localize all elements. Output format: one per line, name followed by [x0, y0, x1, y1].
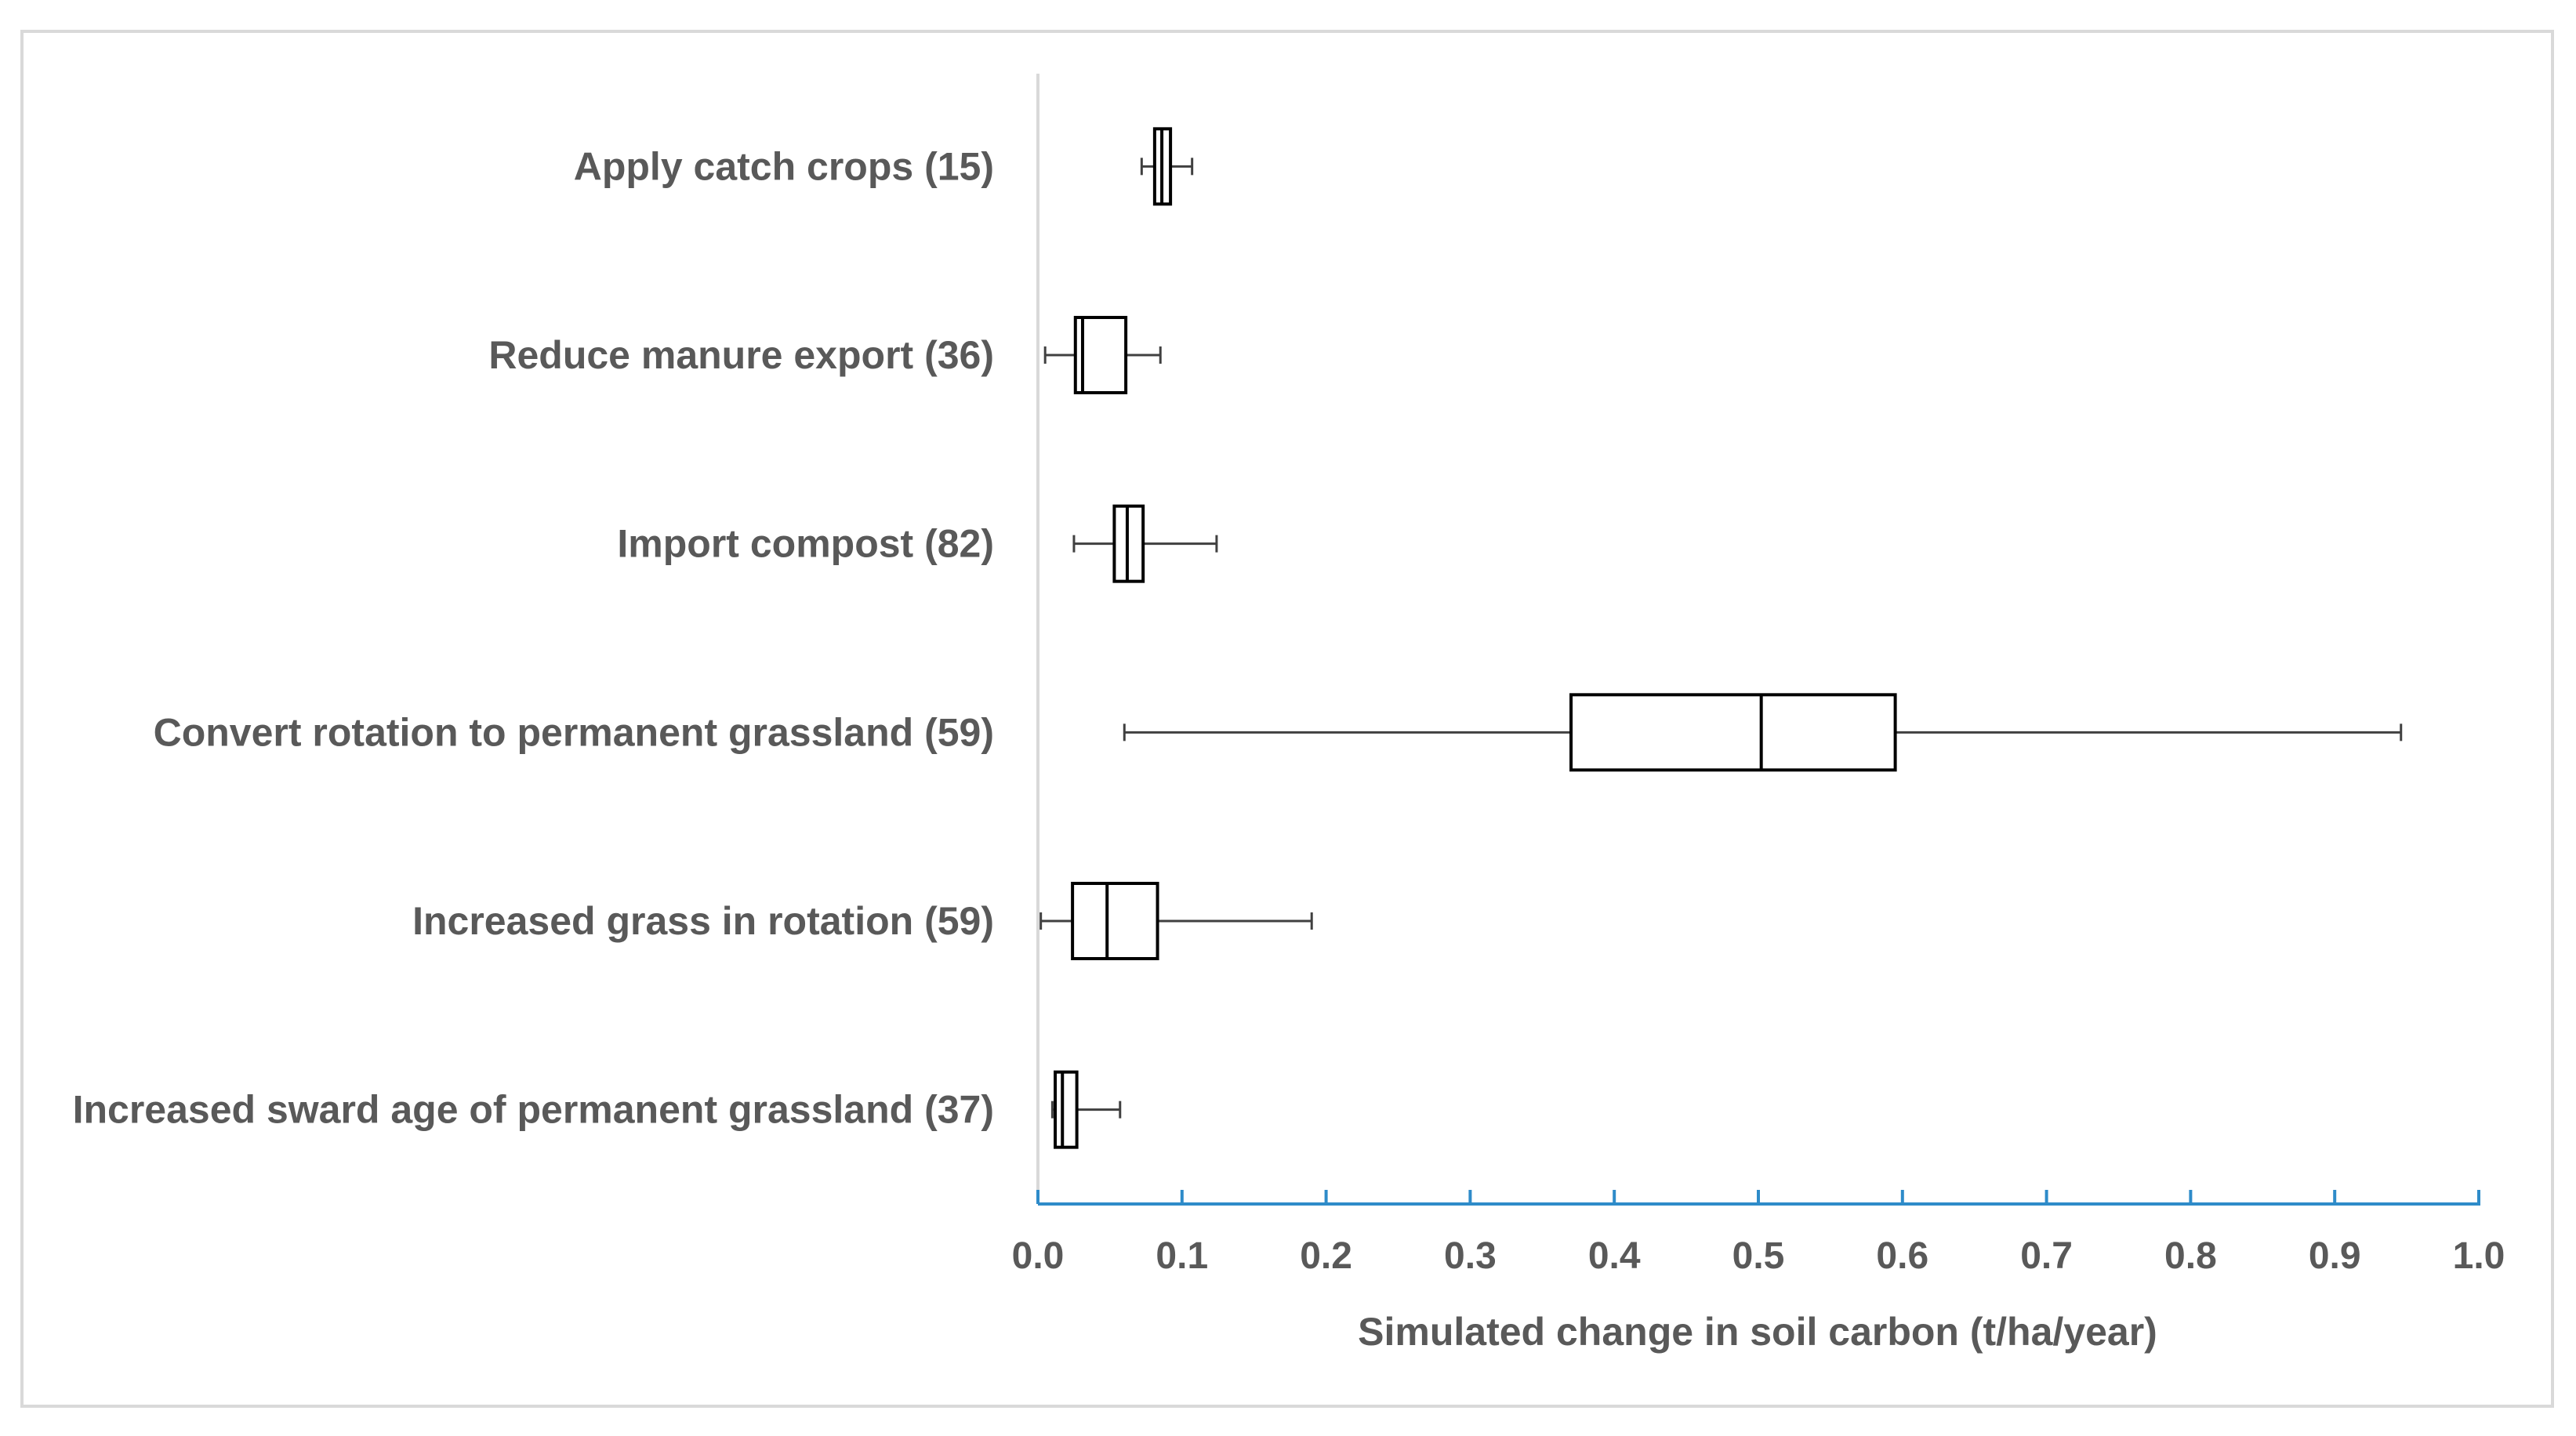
category-label: Convert rotation to permanent grassland … [154, 710, 994, 754]
x-tick-label: 0.1 [1156, 1235, 1208, 1277]
box-plot-5 [1050, 1070, 1122, 1149]
box-iqr [1054, 1070, 1079, 1149]
category-label: Reduce manure export (36) [488, 333, 994, 377]
chart-frame [20, 30, 2554, 1408]
x-tick-label: 0.7 [2020, 1235, 2073, 1277]
category-label: Increased sward age of permanent grassla… [73, 1088, 994, 1132]
x-axis-layer: 0.0 0.1 0.2 0.3 0.4 0.5 0.6 0.7 0.8 0.9 1.0 [1012, 1190, 2505, 1277]
box-plot-4 [1039, 882, 1313, 960]
category-label: Import compost (82) [617, 522, 994, 566]
x-axis-title: Simulated change in soil carbon (t/ha/ye… [1358, 1310, 2157, 1354]
category-label: Increased grass in rotation (59) [412, 899, 994, 943]
x-tick-label: 0.5 [1732, 1235, 1785, 1277]
box-iqr [1071, 882, 1159, 960]
x-tick-label: 0.8 [2164, 1235, 2217, 1277]
x-tick-label: 0.3 [1444, 1235, 1497, 1277]
box-plot-0 [1140, 127, 1194, 206]
boxes-layer [1039, 127, 2403, 1149]
x-tick-label: 0.6 [1876, 1235, 1928, 1277]
box-plot-1 [1043, 316, 1162, 394]
x-tick-label: 0.4 [1588, 1235, 1641, 1277]
x-tick-label: 0.2 [1300, 1235, 1352, 1277]
x-tick-label: 1.0 [2453, 1235, 2505, 1277]
box-plot-2 [1072, 504, 1218, 583]
box-iqr [1569, 693, 1897, 772]
x-tick-label: 0.9 [2309, 1235, 2361, 1277]
labels-layer: Apply catch crops (15) Reduce manure expo… [73, 144, 994, 1131]
box-plot-3 [1123, 693, 2403, 772]
category-label: Apply catch crops (15) [574, 144, 994, 188]
x-tick-label: 0.0 [1012, 1235, 1065, 1277]
